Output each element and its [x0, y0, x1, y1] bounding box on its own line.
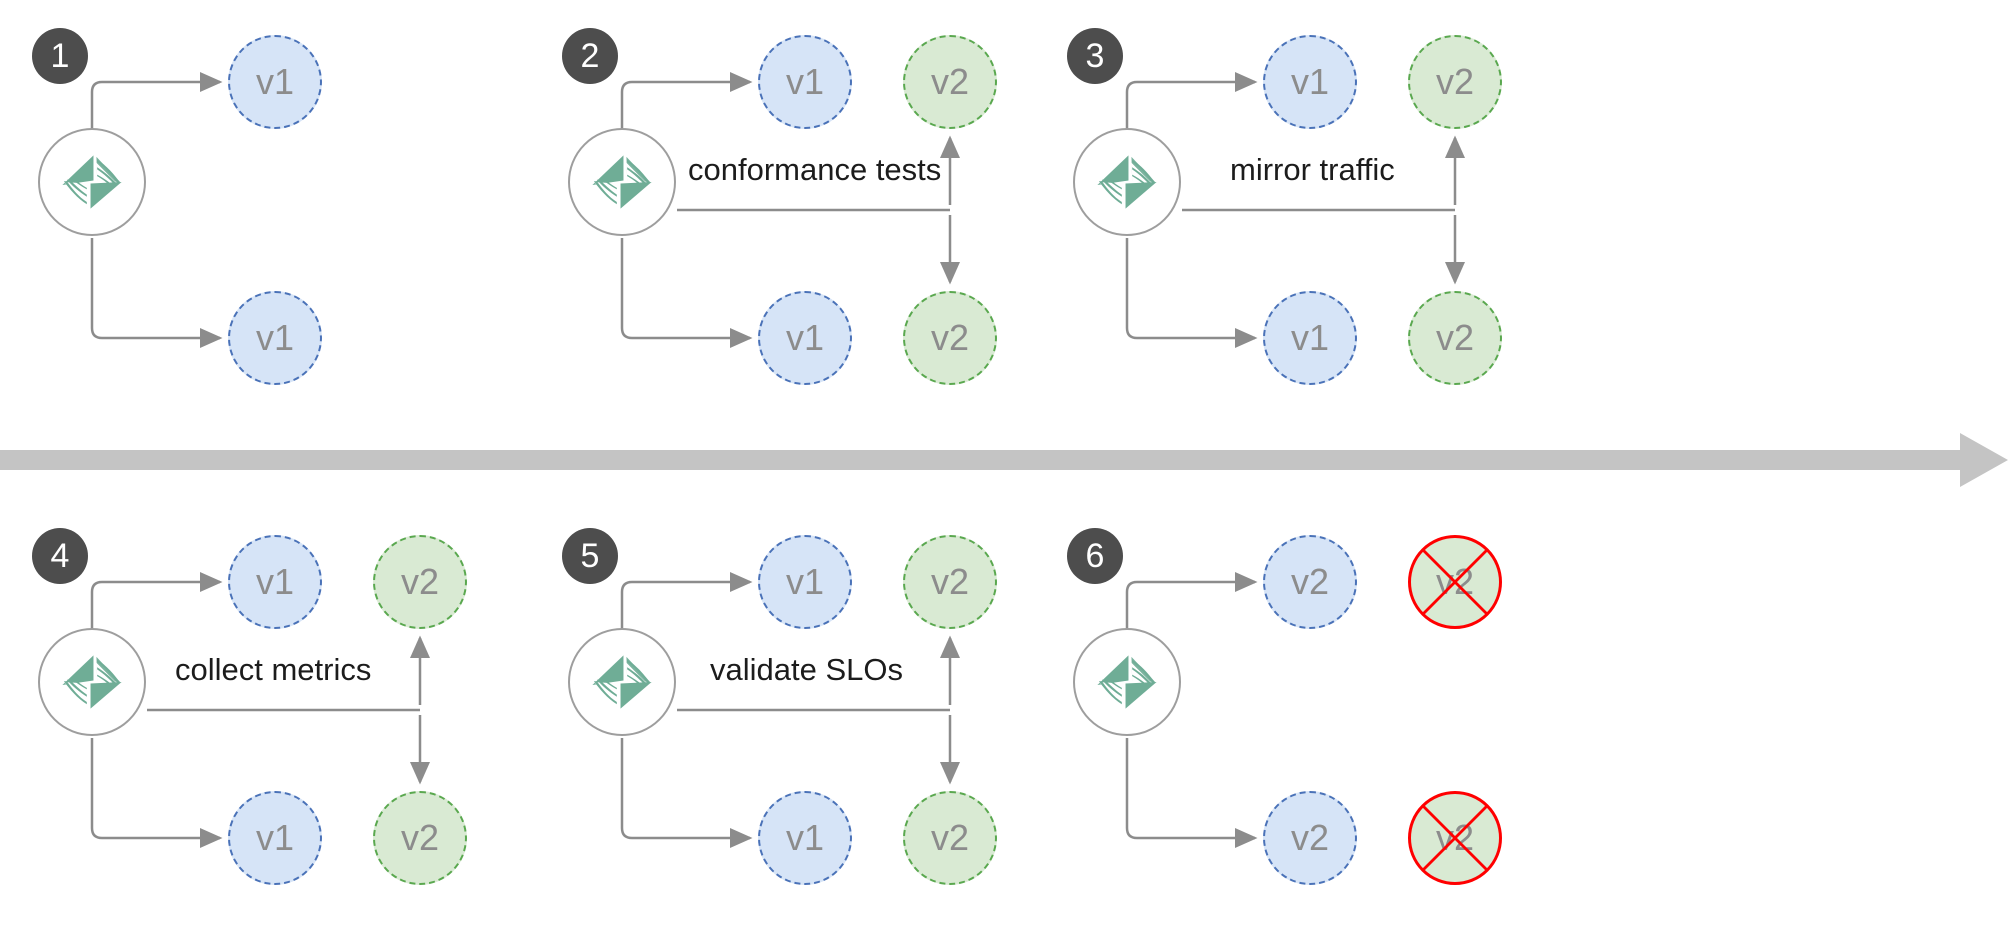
node-label: v2 — [1435, 317, 1475, 358]
service-node[interactable]: v2 — [373, 791, 467, 885]
service-node[interactable]: v2 — [903, 791, 997, 885]
istio-logo-icon — [55, 145, 129, 219]
node-label: v2 — [1290, 561, 1330, 602]
service-node[interactable]: v1 — [1263, 291, 1357, 385]
istio-hub-4[interactable] — [38, 628, 146, 736]
istio-logo-icon — [585, 645, 659, 719]
istio-logo-icon — [1090, 145, 1164, 219]
step-number-badge: 1 — [32, 28, 88, 84]
edges-1 — [90, 72, 223, 348]
service-node[interactable]: v1 — [228, 35, 322, 129]
edges-5 — [620, 572, 960, 848]
node-label: v2 — [930, 317, 970, 358]
service-node[interactable]: v2 — [1408, 35, 1502, 129]
istio-hub-5[interactable] — [568, 628, 676, 736]
service-node[interactable]: v1 — [758, 535, 852, 629]
istio-logo-icon — [55, 645, 129, 719]
service-node[interactable]: v2 — [373, 535, 467, 629]
istio-hub-6[interactable] — [1073, 628, 1181, 736]
istio-hub-1[interactable] — [38, 128, 146, 236]
step-panel-2: 2 — [550, 10, 1070, 410]
node-label: v1 — [255, 561, 295, 602]
edges-4 — [90, 572, 430, 848]
step-number-badge: 3 — [1067, 28, 1123, 84]
node-label: v1 — [1290, 317, 1330, 358]
node-label: v2 — [1435, 817, 1475, 858]
service-node[interactable]: v1 — [1263, 35, 1357, 129]
edges-2 — [620, 72, 960, 348]
service-node[interactable]: v1 — [228, 535, 322, 629]
service-node[interactable]: v1 — [758, 35, 852, 129]
node-label: v2 — [1435, 561, 1475, 602]
service-node[interactable]: v1 — [228, 291, 322, 385]
service-node[interactable]: v2 — [1263, 535, 1357, 629]
step-number-badge: 4 — [32, 528, 88, 584]
node-label: v1 — [785, 817, 825, 858]
step-number-badge: 2 — [562, 28, 618, 84]
service-node[interactable]: v2 — [1263, 791, 1357, 885]
node-label: v2 — [930, 561, 970, 602]
step-number-badge: 5 — [562, 528, 618, 584]
istio-hub-3[interactable] — [1073, 128, 1181, 236]
node-label: v1 — [785, 317, 825, 358]
service-node[interactable]: v2 — [903, 291, 997, 385]
node-label: v2 — [930, 61, 970, 102]
istio-logo-icon — [585, 145, 659, 219]
service-node[interactable]: v2 — [903, 535, 997, 629]
service-node[interactable]: v1 — [228, 791, 322, 885]
istio-hub-2[interactable] — [568, 128, 676, 236]
step-edge-label: validate SLOs — [710, 652, 903, 687]
node-label: v2 — [400, 561, 440, 602]
step-panel-5: 5 — [550, 510, 1070, 910]
edges-6 — [1125, 572, 1258, 848]
step-edge-label: conformance tests — [688, 152, 942, 187]
service-node[interactable]: v1 — [758, 791, 852, 885]
edges-3 — [1125, 72, 1465, 348]
step-number-badge: 6 — [1067, 528, 1123, 584]
retired-service-node[interactable]: v2 — [1408, 791, 1502, 885]
service-node[interactable]: v1 — [758, 291, 852, 385]
retired-service-node[interactable]: v2 — [1408, 535, 1502, 629]
node-label: v2 — [930, 817, 970, 858]
step-panel-3: 3 — [1055, 10, 1575, 410]
istio-logo-icon — [1090, 645, 1164, 719]
service-node[interactable]: v2 — [903, 35, 997, 129]
service-node[interactable]: v2 — [1408, 291, 1502, 385]
node-label: v1 — [255, 317, 295, 358]
node-label: v2 — [400, 817, 440, 858]
step-panel-1: 1 — [20, 10, 540, 410]
step-panel-4: 4 — [20, 510, 540, 910]
node-label: v1 — [255, 61, 295, 102]
node-label: v1 — [255, 817, 295, 858]
node-label: v2 — [1290, 817, 1330, 858]
step-panel-6: 6 — [1055, 510, 1575, 910]
node-label: v1 — [785, 61, 825, 102]
node-label: v2 — [1435, 61, 1475, 102]
node-label: v1 — [1290, 61, 1330, 102]
node-label: v1 — [785, 561, 825, 602]
timeline-arrow-icon — [0, 433, 2008, 487]
step-edge-label: collect metrics — [175, 652, 372, 687]
step-edge-label: mirror traffic — [1230, 152, 1395, 187]
